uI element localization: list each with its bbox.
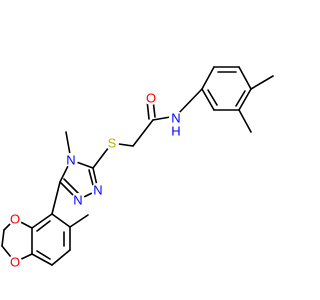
atom-symbol: O	[10, 255, 20, 270]
atom-n-triazole-4: N	[64, 153, 78, 168]
atom-symbol: N	[66, 153, 75, 168]
bond	[235, 90, 246, 107]
atom-o-ring-upper: O	[8, 212, 22, 227]
bond	[31, 253, 53, 266]
atom-symbol: H	[171, 124, 180, 139]
bond	[250, 75, 274, 90]
molecule-structure: O N H S N N N O	[1, 66, 274, 270]
atom-symbol: N	[93, 183, 102, 198]
bond	[36, 220, 51, 232]
bond	[1, 229, 5, 247]
bond	[51, 213, 71, 228]
bond	[63, 178, 80, 195]
bond	[201, 66, 215, 90]
bond	[69, 214, 89, 228]
bond	[88, 169, 94, 186]
atom-symbol: O	[10, 212, 20, 227]
atom-label-layer: O N H S N N N O	[8, 91, 183, 270]
atom-symbol: N	[73, 193, 82, 208]
bond	[207, 89, 218, 106]
bond	[132, 119, 154, 147]
bond	[51, 181, 61, 215]
bond	[51, 249, 71, 266]
atom-symbol: S	[108, 136, 117, 151]
atom-n-triazole-1: N	[71, 193, 85, 208]
bond	[36, 250, 51, 260]
atom-n-amide: N	[169, 111, 183, 126]
atom-s-thioether: S	[105, 136, 119, 151]
atom-n-triazole-2: N	[91, 183, 105, 198]
bond	[175, 88, 203, 117]
bond	[238, 88, 252, 111]
atom-symbol: N	[171, 111, 180, 126]
bond	[201, 88, 215, 111]
atom-symbol: O	[146, 91, 156, 106]
atom-o-carbonyl: O	[144, 91, 158, 106]
bond	[31, 213, 53, 229]
bond	[238, 66, 252, 90]
bond	[238, 109, 252, 133]
atom-o-ring-lower: O	[8, 255, 22, 270]
atom-h-amide: H	[170, 124, 182, 139]
bond-layer	[1, 66, 274, 266]
